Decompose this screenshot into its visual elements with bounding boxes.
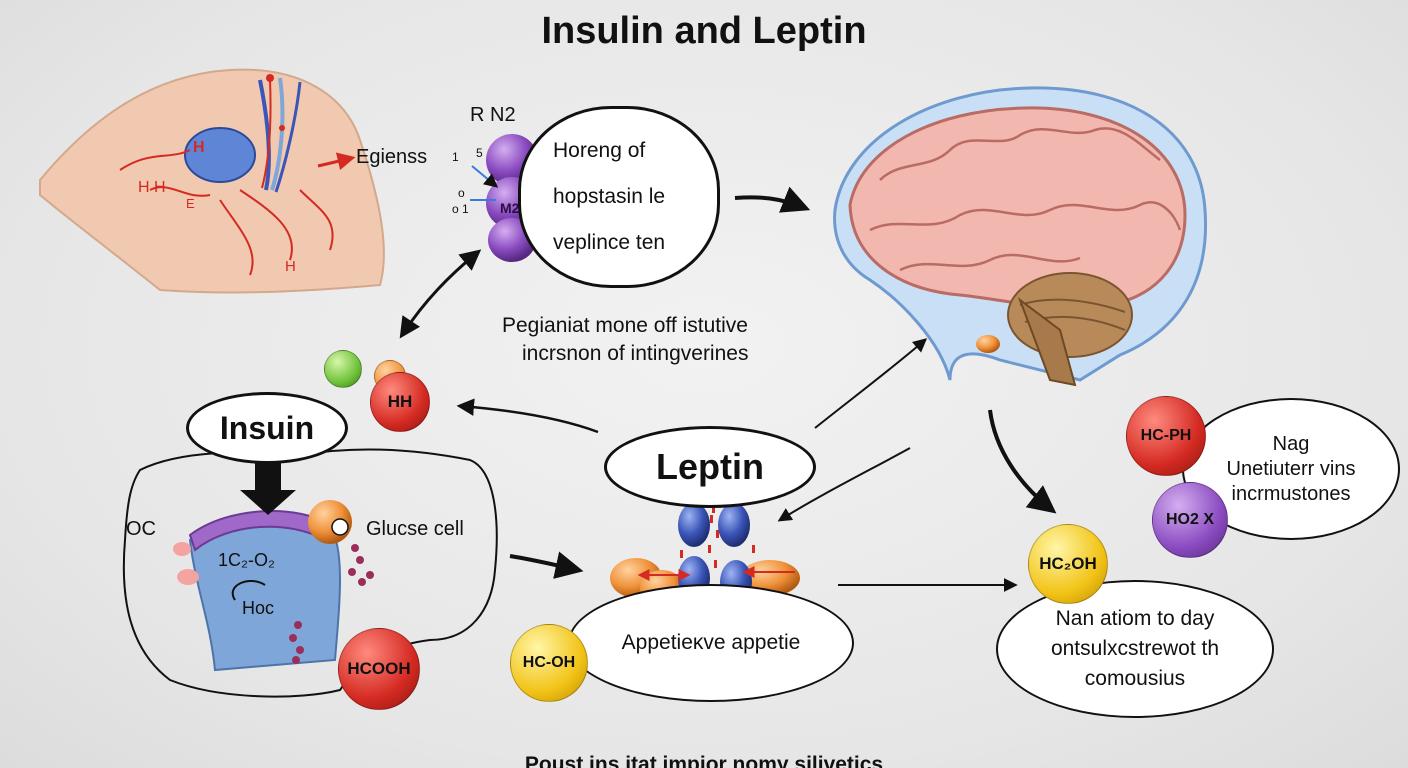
bottom-right-line: comousius bbox=[1084, 667, 1186, 690]
cell-label-hoc: Hoc bbox=[242, 598, 275, 618]
bottom-right-bubble: Nan atiom to day ontsulxcstrewot th como… bbox=[996, 580, 1274, 718]
receptor-number: 5 bbox=[476, 146, 483, 160]
bubble-top-line: veplince ten bbox=[553, 231, 666, 254]
neck-label: H bbox=[285, 258, 296, 275]
brain-illustration bbox=[833, 86, 1208, 387]
leptin-label: Leptin bbox=[656, 446, 764, 487]
right-bubble-line: incrmustones bbox=[1231, 482, 1351, 505]
molecule-hh: HH bbox=[370, 372, 430, 432]
bubble-top: Horeng of hopstasin le veplince ten bbox=[518, 106, 720, 288]
molecule-hcooh: HCOOH bbox=[338, 628, 420, 710]
receptor-label: R N2 bbox=[470, 104, 516, 126]
receptor-number: o bbox=[458, 186, 465, 200]
cell-label-formula: 1C₂-O₂ bbox=[218, 550, 275, 570]
appetite-bubble: Appetieĸve appetie bbox=[568, 584, 854, 702]
receptor-number: 1 bbox=[452, 150, 459, 164]
middle-caption-line: Pegianiat mone off istutive bbox=[502, 314, 748, 337]
cell-illustration bbox=[122, 448, 498, 698]
bottom-right-line: ontsulxcstrewot th bbox=[1050, 637, 1220, 660]
molecule-ho2x: HO2 X bbox=[1152, 482, 1228, 558]
label-egienss: Egienss bbox=[356, 146, 428, 168]
neck-illustration bbox=[39, 68, 385, 294]
cell-label-glucose: Glucse cell bbox=[366, 518, 464, 540]
bubble-top-line: hopstasin le bbox=[553, 185, 666, 208]
receptor-m-label: M2 bbox=[500, 200, 520, 216]
appetite-label: Appetieĸve appetie bbox=[621, 631, 801, 654]
middle-caption-line: incrsnon of intingverines bbox=[522, 342, 749, 365]
green-molecule bbox=[324, 350, 362, 388]
neck-label: H bbox=[193, 139, 205, 156]
molecule-hc-oh: HC-OH bbox=[510, 624, 588, 702]
insulin-label: Insuin bbox=[219, 409, 315, 446]
molecule-hc-ph: HC-PH bbox=[1126, 396, 1206, 476]
neck-label: H H bbox=[138, 179, 166, 196]
bottom-right-line: Nan atiom to day bbox=[1055, 607, 1215, 630]
insulin-bubble: Insuin bbox=[186, 392, 348, 464]
molecule-hc2oh: HC₂OH bbox=[1028, 524, 1108, 604]
bottom-caption: Poust ins itat impior nomy silivetics bbox=[524, 753, 884, 768]
right-bubble-line: Unetiuterr vins bbox=[1226, 457, 1356, 480]
neck-label: E bbox=[186, 196, 195, 211]
receptor-number: o 1 bbox=[452, 202, 469, 216]
right-bubble-line: Nag bbox=[1272, 432, 1310, 455]
leptin-bubble: Leptin bbox=[604, 426, 816, 508]
bubble-top-line: Horeng of bbox=[553, 139, 646, 162]
diagram-title: Insulin and Leptin bbox=[541, 10, 867, 52]
cell-label-oc: OC bbox=[126, 518, 156, 540]
flow-arrows bbox=[399, 186, 1057, 592]
